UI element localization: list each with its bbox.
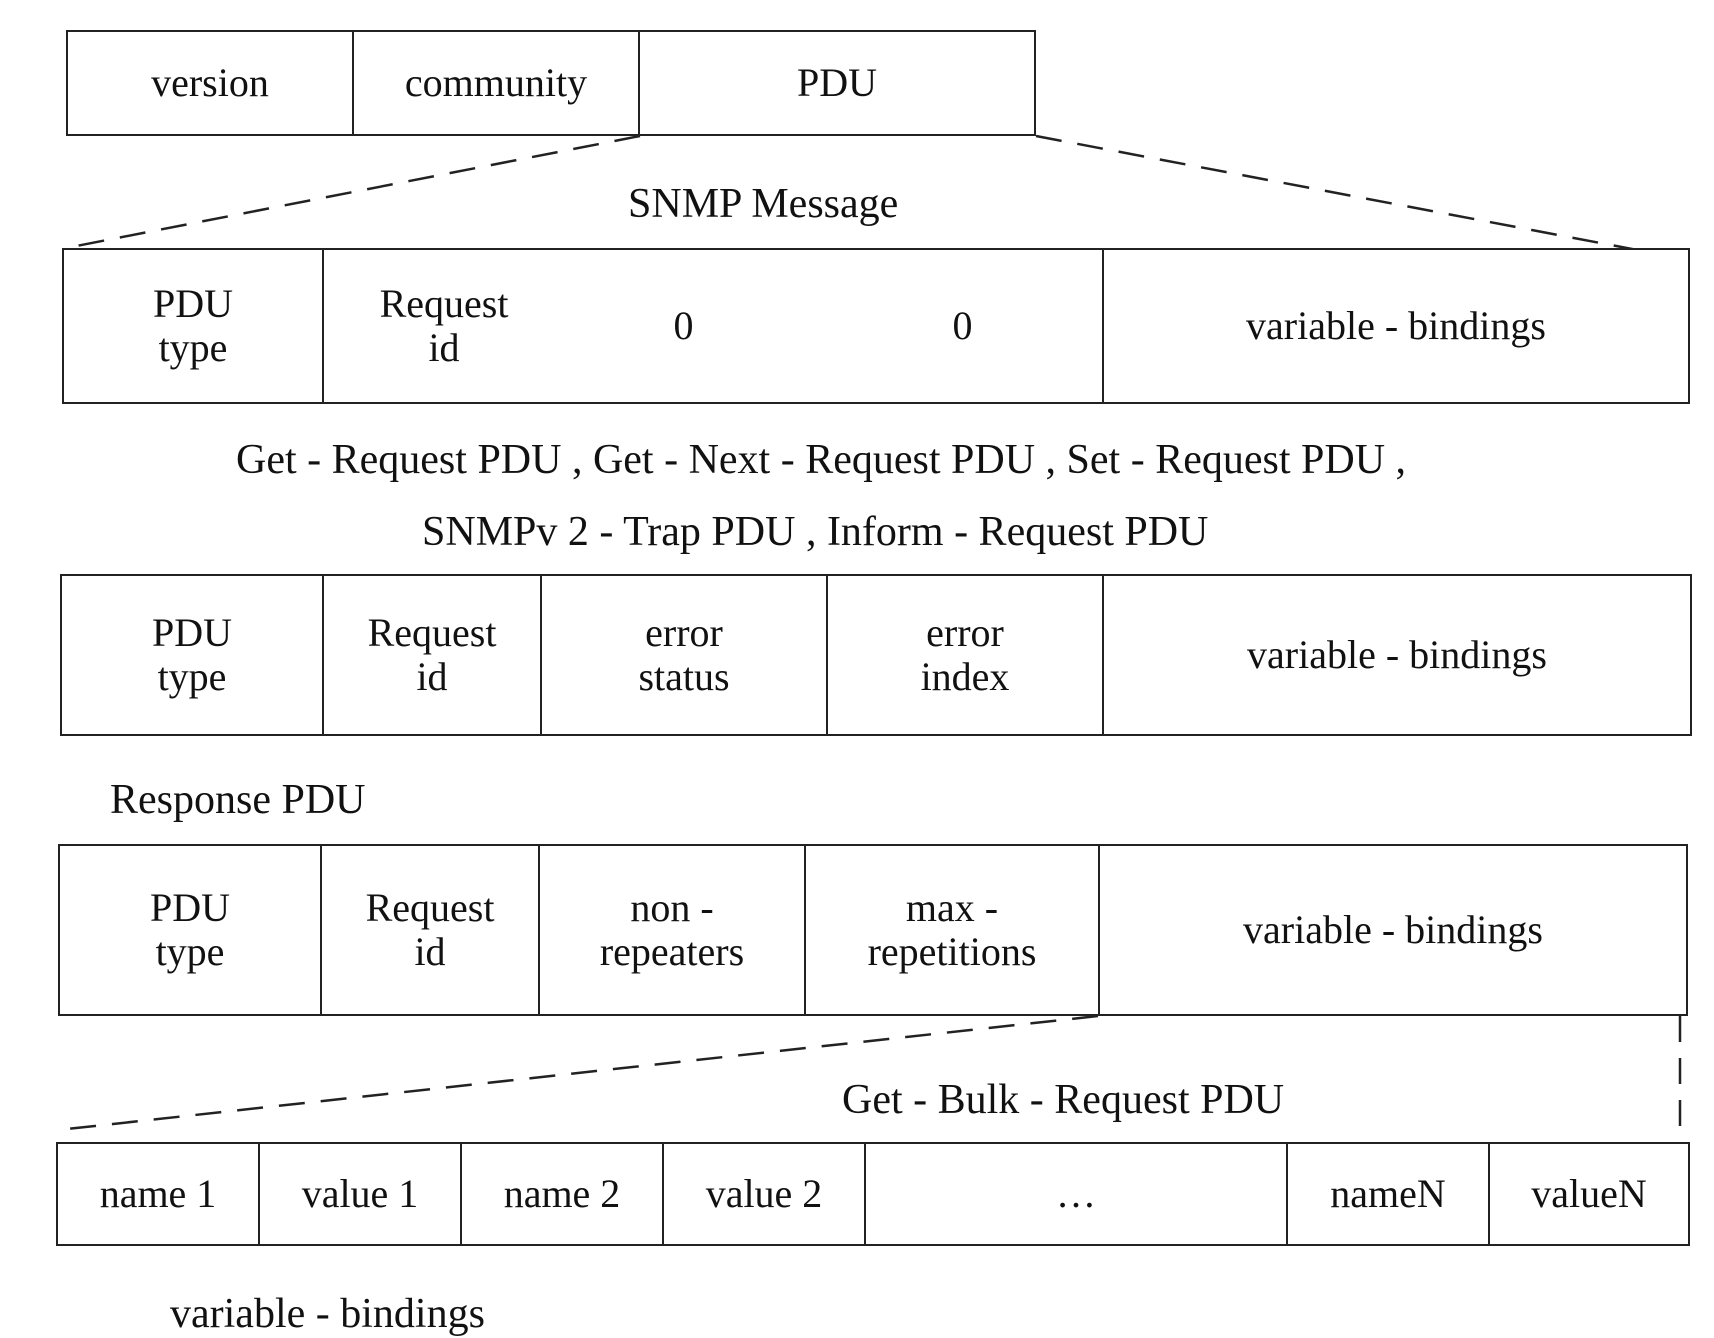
- value-1-field: value 1: [260, 1144, 462, 1244]
- value-2-field: value 2: [664, 1144, 866, 1244]
- pdu-type-field: PDU type: [64, 250, 324, 402]
- bulk-pdu-row: PDU type Request id non - repeaters max …: [58, 844, 1688, 1016]
- pdu-field: PDU: [796, 60, 878, 105]
- ellipsis-field: …: [866, 1144, 1288, 1244]
- request-pdu-caption-line2: SNMPv 2 - Trap PDU , Inform - Request PD…: [422, 509, 1209, 555]
- snmp-message-caption: SNMP Message: [628, 181, 899, 227]
- pdu-type-field: PDU type: [60, 846, 322, 1014]
- error-index-field: error index: [828, 576, 1104, 734]
- variable-bindings-field: variable - bindings: [1243, 907, 1543, 952]
- request-id-and-zeros-field: Request id 0 0: [324, 250, 1104, 402]
- variable-bindings-field: variable - bindings: [1246, 303, 1546, 348]
- bindings-left-connector: [57, 1014, 1099, 1132]
- pdu-type-field: PDU type: [62, 576, 324, 734]
- bulk-pdu-caption: Get - Bulk - Request PDU: [842, 1077, 1285, 1123]
- error-status-field: error status: [542, 576, 828, 734]
- variable-bindings-field: variable - bindings: [1247, 632, 1547, 677]
- variable-bindings-row: name 1 value 1 name 2 value 2 … nameN va…: [56, 1142, 1690, 1246]
- response-pdu-row: PDU type Request id error status error i…: [60, 574, 1692, 736]
- request-id-label: Request id: [379, 281, 509, 370]
- snmp-message-row: version community PDU: [66, 30, 1036, 136]
- non-repeaters-field: non - repeaters: [540, 846, 806, 1014]
- pdu-right-connector: [1035, 134, 1691, 262]
- request-pdu-row: PDU type Request id 0 0 variable - bindi…: [62, 248, 1690, 404]
- variable-bindings-caption: variable - bindings: [170, 1291, 485, 1337]
- name-2-field: name 2: [462, 1144, 664, 1244]
- value-n-field: valueN: [1531, 1171, 1647, 1216]
- version-field: version: [68, 32, 354, 134]
- request-id-field: Request id: [322, 846, 540, 1014]
- name-1-field: name 1: [58, 1144, 260, 1244]
- request-pdu-caption-line1: Get - Request PDU , Get - Next - Request…: [236, 437, 1407, 483]
- pdu-left-connector: [65, 134, 641, 250]
- community-field: community: [354, 32, 640, 134]
- zero-value-2: 0: [952, 303, 973, 348]
- response-pdu-caption: Response PDU: [110, 777, 366, 823]
- request-id-field: Request id: [324, 576, 542, 734]
- zero-value-1: 0: [673, 303, 694, 348]
- max-repetitions-field: max - repetitions: [806, 846, 1100, 1014]
- name-n-field: nameN: [1288, 1144, 1490, 1244]
